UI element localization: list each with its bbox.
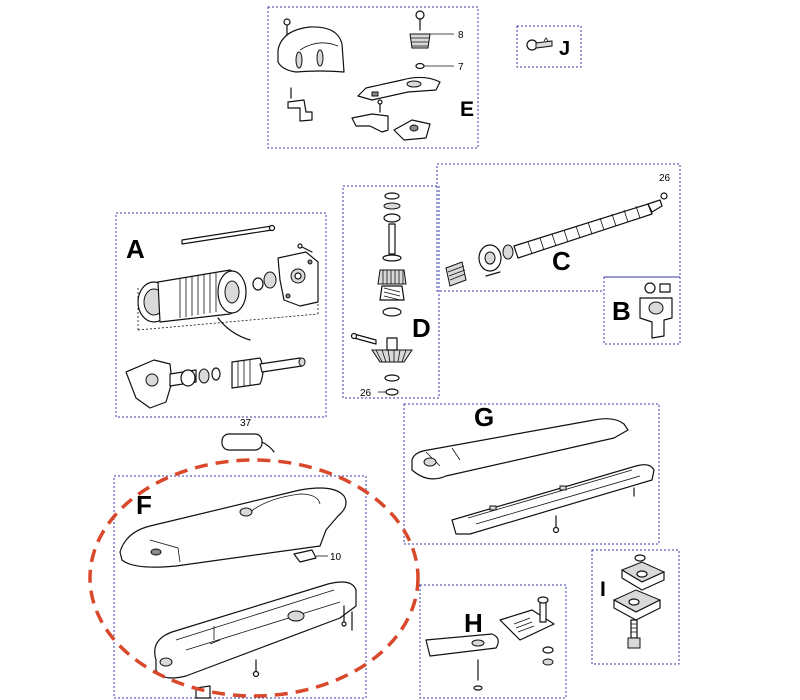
callout-8: 8 — [458, 30, 464, 41]
section-c: 26 C — [436, 163, 681, 292]
section-a: A — [115, 212, 327, 418]
callout-37: 37 — [240, 418, 252, 429]
f-cover-and-base — [119, 487, 357, 699]
section-label-f: F — [136, 490, 152, 520]
gear-stack — [350, 192, 413, 396]
section-f-frame — [113, 475, 367, 699]
key-part — [526, 37, 553, 51]
h-brackets — [425, 596, 555, 691]
section-i-frame — [591, 549, 680, 665]
callout-26-d: 26 — [360, 388, 372, 399]
section-label-h: H — [464, 608, 483, 638]
section-b-frame — [603, 276, 681, 345]
section-i: I — [591, 549, 680, 665]
section-h: H — [419, 584, 567, 699]
section-label-e: E — [460, 98, 474, 121]
section-b: B — [603, 276, 681, 345]
section-h-frame — [419, 584, 567, 699]
worm-screw — [445, 192, 668, 287]
b-bracket — [639, 282, 673, 339]
section-label-j: J — [559, 38, 570, 60]
section-e-frame — [267, 6, 479, 149]
section-e: 8 7 E — [267, 6, 479, 149]
section-label-a: A — [126, 234, 145, 264]
section-label-i: I — [600, 578, 606, 601]
g-cover-and-base — [411, 418, 655, 535]
i-clamp-parts — [612, 554, 666, 649]
section-label-d: D — [412, 313, 431, 343]
section-g-frame — [403, 403, 660, 545]
callout-26-c: 26 — [659, 173, 671, 184]
section-f: F 10 — [113, 475, 367, 699]
callout-7: 7 — [458, 62, 464, 73]
section-label-b: B — [612, 296, 631, 326]
section-label-g: G — [474, 402, 494, 432]
section-g: G — [403, 402, 660, 545]
section-label-c: C — [552, 246, 571, 276]
section-j-frame — [516, 25, 582, 68]
section-d: D 26 — [342, 185, 440, 399]
section-j: J — [516, 25, 582, 68]
section-f-highlight-ring — [88, 458, 420, 698]
capacitor-part: 37 — [221, 418, 275, 453]
motor-assembly — [125, 224, 319, 409]
section-d-frame — [342, 185, 440, 399]
section-a-frame — [115, 212, 327, 418]
section-e-parts — [277, 10, 454, 141]
callout-10: 10 — [330, 552, 342, 563]
